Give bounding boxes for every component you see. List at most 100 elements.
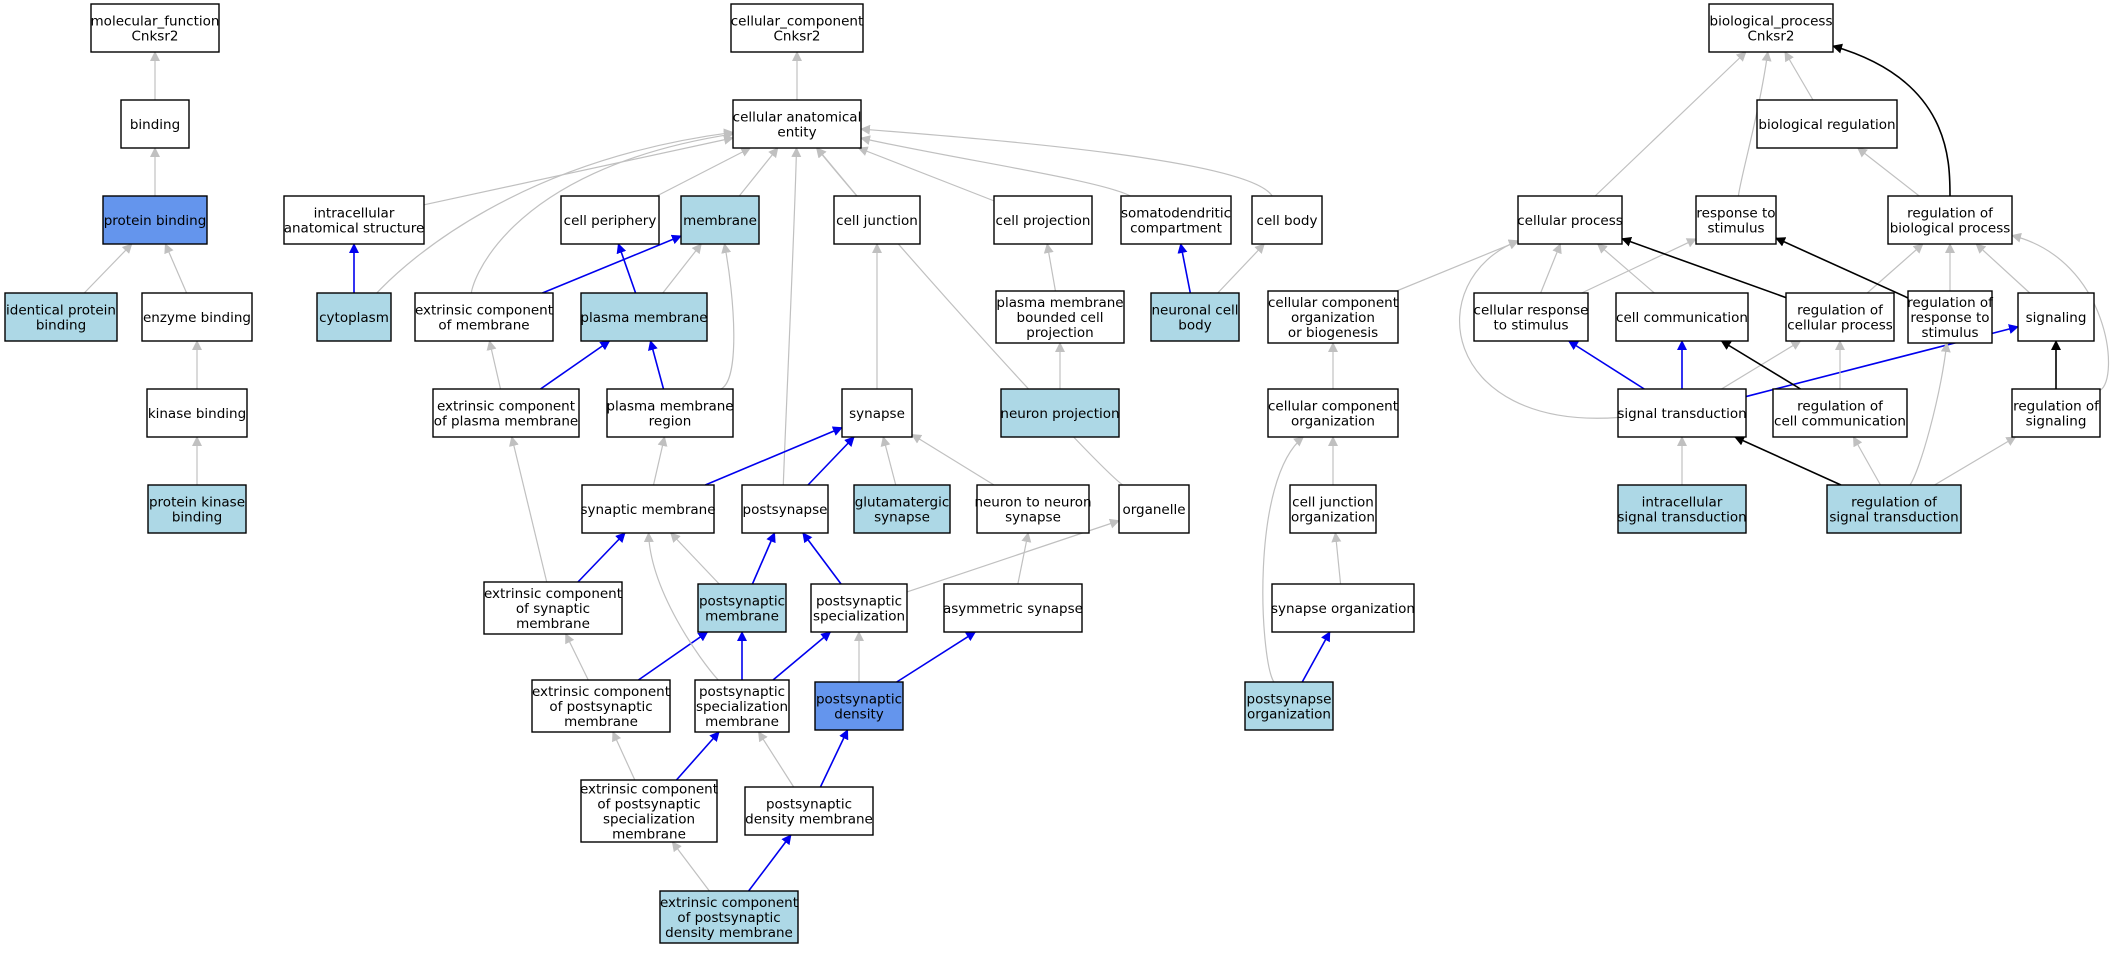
node-box	[1267, 290, 1399, 344]
node-box	[833, 195, 921, 245]
edge-pm_region-to-membrane	[720, 243, 735, 390]
node-box	[1708, 3, 1834, 53]
node-label-line: membrane	[564, 714, 638, 730]
edge-postsynapse-to-cae	[782, 147, 802, 486]
node-box	[993, 195, 1093, 245]
node-cell-periphery: cell periphery	[560, 195, 660, 245]
node-box	[1772, 388, 1908, 438]
node-label-line: anatomical structure	[284, 221, 425, 237]
node-box	[741, 484, 829, 534]
node-label-line: extrinsic component	[580, 782, 718, 798]
edge-psm-to-postsyn_spec	[772, 631, 832, 681]
node-box	[680, 195, 760, 245]
edge-psm-to-synaptic_membrane	[643, 532, 719, 681]
node-label-line: extrinsic component	[484, 586, 622, 602]
node-label-line: cell communication	[1774, 414, 1906, 430]
node-enzyme-binding: enzyme binding	[141, 292, 253, 342]
edge-signal_trans-to-cell_resp_stim	[1567, 340, 1645, 390]
edge-postsyn_membrane-to-postsynapse	[751, 532, 776, 585]
node-label-line: postsynaptic	[766, 797, 852, 813]
node-label-line: regulation of	[1797, 399, 1884, 415]
node-label-line: membrane	[516, 616, 590, 632]
edge-ext_plasma_membrane-to-ext_membrane	[486, 340, 502, 390]
node-label-line: cellular component	[1268, 399, 1398, 415]
node-protein-binding: protein binding	[102, 195, 208, 245]
node-box	[1517, 195, 1623, 245]
node-label-line: neuron to neuron	[974, 495, 1091, 511]
edge-reg_signal_trans-to-reg_signaling	[1934, 436, 2017, 486]
node-box	[1615, 292, 1749, 342]
node-label-line: binding	[130, 117, 180, 133]
edge-bio_reg-to-bp	[1784, 51, 1814, 101]
node-box	[1244, 681, 1334, 731]
node-label-line: protein binding	[104, 213, 207, 229]
node-box	[4, 292, 118, 342]
node-label-line: biological regulation	[1758, 117, 1895, 133]
node-label-line: synapse	[1005, 510, 1061, 526]
edge-postsynapse-to-synapse	[807, 436, 855, 486]
node-box	[146, 388, 248, 438]
node-cell-body: cell body	[1251, 195, 1323, 245]
node-label-line: stimulus	[1707, 221, 1764, 237]
edge-postsyn_membrane-to-synaptic_membrane	[670, 532, 720, 585]
node-synapse-org: synapse organization	[1271, 583, 1415, 633]
node-label-line: specialization	[603, 812, 695, 828]
edge-reg_cp-to-reg_bp	[1866, 243, 1924, 294]
edge-postsynapse_org-to-synapse_org	[1301, 631, 1331, 683]
edge-reg_bp-to-bp	[1832, 43, 1951, 197]
node-label-line: of postsynaptic	[549, 699, 652, 715]
edge-membrane-to-cae	[738, 147, 779, 197]
node-label-line: biological_process	[1710, 14, 1833, 30]
node-box	[1617, 484, 1747, 534]
node-label-line: of postsynaptic	[677, 910, 780, 926]
node-postsynapse: postsynapse	[741, 484, 829, 534]
node-cell-junction: cell junction	[833, 195, 921, 245]
node-box	[606, 388, 734, 438]
edge-identical_protein_binding-to-protein_binding	[83, 243, 133, 294]
node-label-line: postsynaptic	[699, 594, 785, 610]
node-label-line: cellular response	[1474, 303, 1589, 319]
node-label-line: binding	[172, 510, 222, 526]
node-label-line: organization	[1291, 414, 1375, 430]
node-box	[1826, 484, 1962, 534]
node-label-line: intracellular	[314, 206, 395, 222]
node-box	[841, 388, 913, 438]
node-box	[1267, 388, 1399, 438]
edge-ext_synaptic-to-ext_plasma_membrane	[509, 436, 548, 583]
node-label-line: organization	[1291, 310, 1375, 326]
node-box	[853, 484, 951, 534]
node-signaling: signaling	[2017, 292, 2095, 342]
edge-plasma_membrane-to-cell_periphery	[616, 243, 637, 294]
node-label-line: synaptic membrane	[580, 502, 715, 518]
node-box	[697, 583, 787, 633]
node-label-line: response to	[1696, 206, 1775, 222]
node-label-line: molecular_function	[91, 14, 220, 30]
edge-reg_signal_trans-to-signal_trans	[1734, 436, 1842, 486]
node-label-line: cellular_component	[731, 14, 863, 30]
node-signal-trans: signal transduction	[1617, 388, 1747, 438]
edge-cell_resp_stim-to-response_stim	[1581, 238, 1697, 294]
node-label-line: cellular process	[1517, 213, 1623, 229]
node-box	[1756, 99, 1898, 149]
node-label-line: biological process	[1890, 221, 2011, 237]
edge-organelle-to-cae	[815, 147, 1124, 486]
node-label-line: membrane	[683, 213, 757, 229]
node-box	[732, 99, 862, 149]
node-label-line: membrane	[705, 714, 779, 730]
node-box	[2017, 292, 2095, 342]
node-label-line: synapse organization	[1271, 601, 1415, 617]
node-box	[730, 3, 864, 53]
